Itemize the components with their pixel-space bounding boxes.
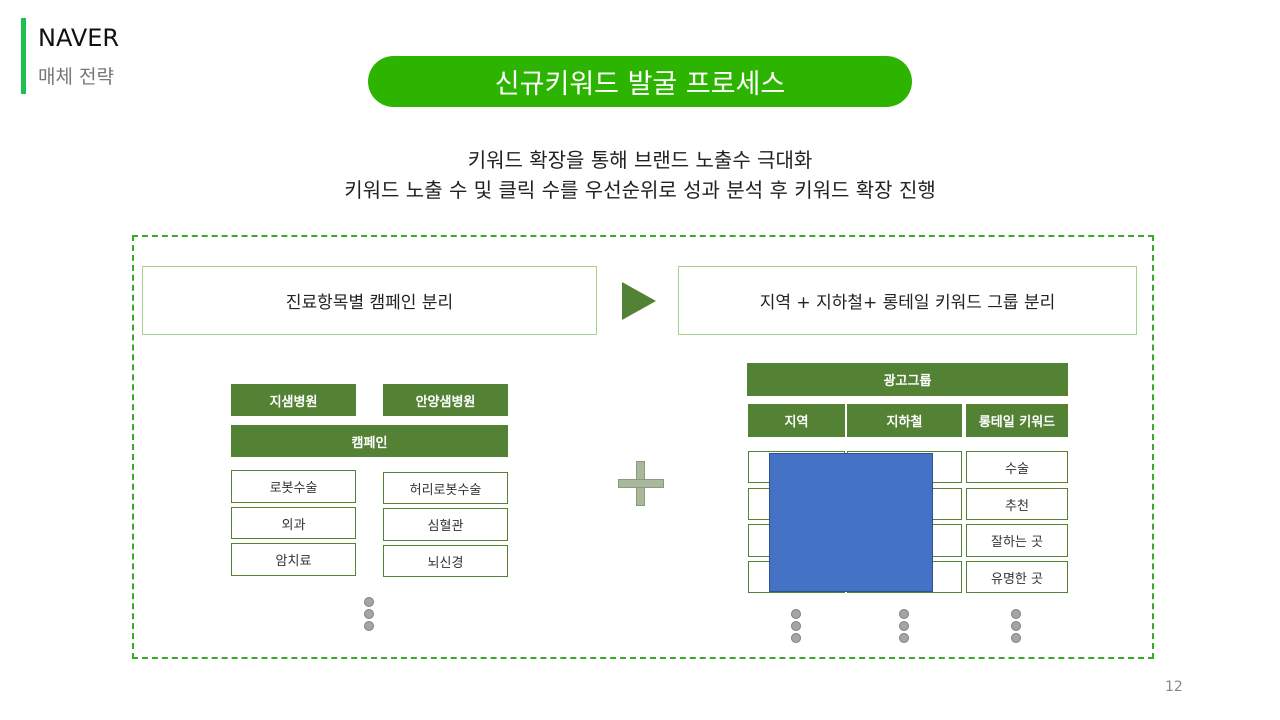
intro-line-2: 키워드 노출 수 및 클릭 수를 우선순위로 성과 분석 후 키워드 확장 진행: [344, 178, 936, 202]
ellipsis-dot: [791, 621, 801, 631]
longtail-cell: 추천: [966, 488, 1068, 520]
campaign-item: 외과: [231, 507, 356, 539]
brand-label: NAVER: [38, 24, 120, 52]
section-subtitle: 매체 전략: [38, 66, 114, 88]
campaign-header: 캠페인: [231, 425, 508, 457]
campaign-item: 심혈관: [383, 508, 508, 541]
step-1: 진료항목별 캠페인 분리: [142, 266, 597, 335]
intro-line-1: 키워드 확장을 통해 브랜드 노출수 극대화: [467, 148, 813, 172]
ellipsis-dot: [364, 621, 374, 631]
longtail-cell: 수술: [966, 451, 1068, 483]
ellipsis-dot: [791, 609, 801, 619]
process-frame: [132, 235, 1154, 659]
page-number: 12: [1165, 679, 1183, 695]
campaign-item: 허리로봇수술: [383, 472, 508, 504]
campaign-item: 로봇수술: [231, 470, 356, 503]
ellipsis-dot: [1011, 621, 1021, 631]
ellipsis-dot: [364, 597, 374, 607]
ellipsis-dot: [899, 621, 909, 631]
adgroup-header: 광고그룹: [747, 363, 1068, 396]
plus-icon: [618, 479, 664, 488]
longtail-cell: 유명한 곳: [966, 561, 1068, 593]
step-2: 지역 + 지하철+ 롱테일 키워드 그룹 분리: [678, 266, 1137, 335]
column-header-subway: 지하철: [847, 404, 962, 437]
ellipsis-dot: [1011, 633, 1021, 643]
arrow-right-icon: [622, 282, 656, 320]
ellipsis-dot: [1011, 609, 1021, 619]
ellipsis-dot: [899, 633, 909, 643]
campaign-item: 암치료: [231, 543, 356, 576]
hospital-header: 안양샘병원: [383, 384, 508, 416]
accent-bar: [21, 18, 26, 94]
longtail-cell: 잘하는 곳: [966, 524, 1068, 557]
ellipsis-dot: [791, 633, 801, 643]
ellipsis-dot: [899, 609, 909, 619]
campaign-item: 뇌신경: [383, 545, 508, 577]
page-title: 신규키워드 발굴 프로세스: [368, 56, 912, 107]
column-header-longtail: 롱테일 키워드: [966, 404, 1068, 437]
redaction-box: [769, 453, 933, 592]
column-header-region: 지역: [748, 404, 845, 437]
ellipsis-dot: [364, 609, 374, 619]
hospital-header: 지샘병원: [231, 384, 356, 416]
